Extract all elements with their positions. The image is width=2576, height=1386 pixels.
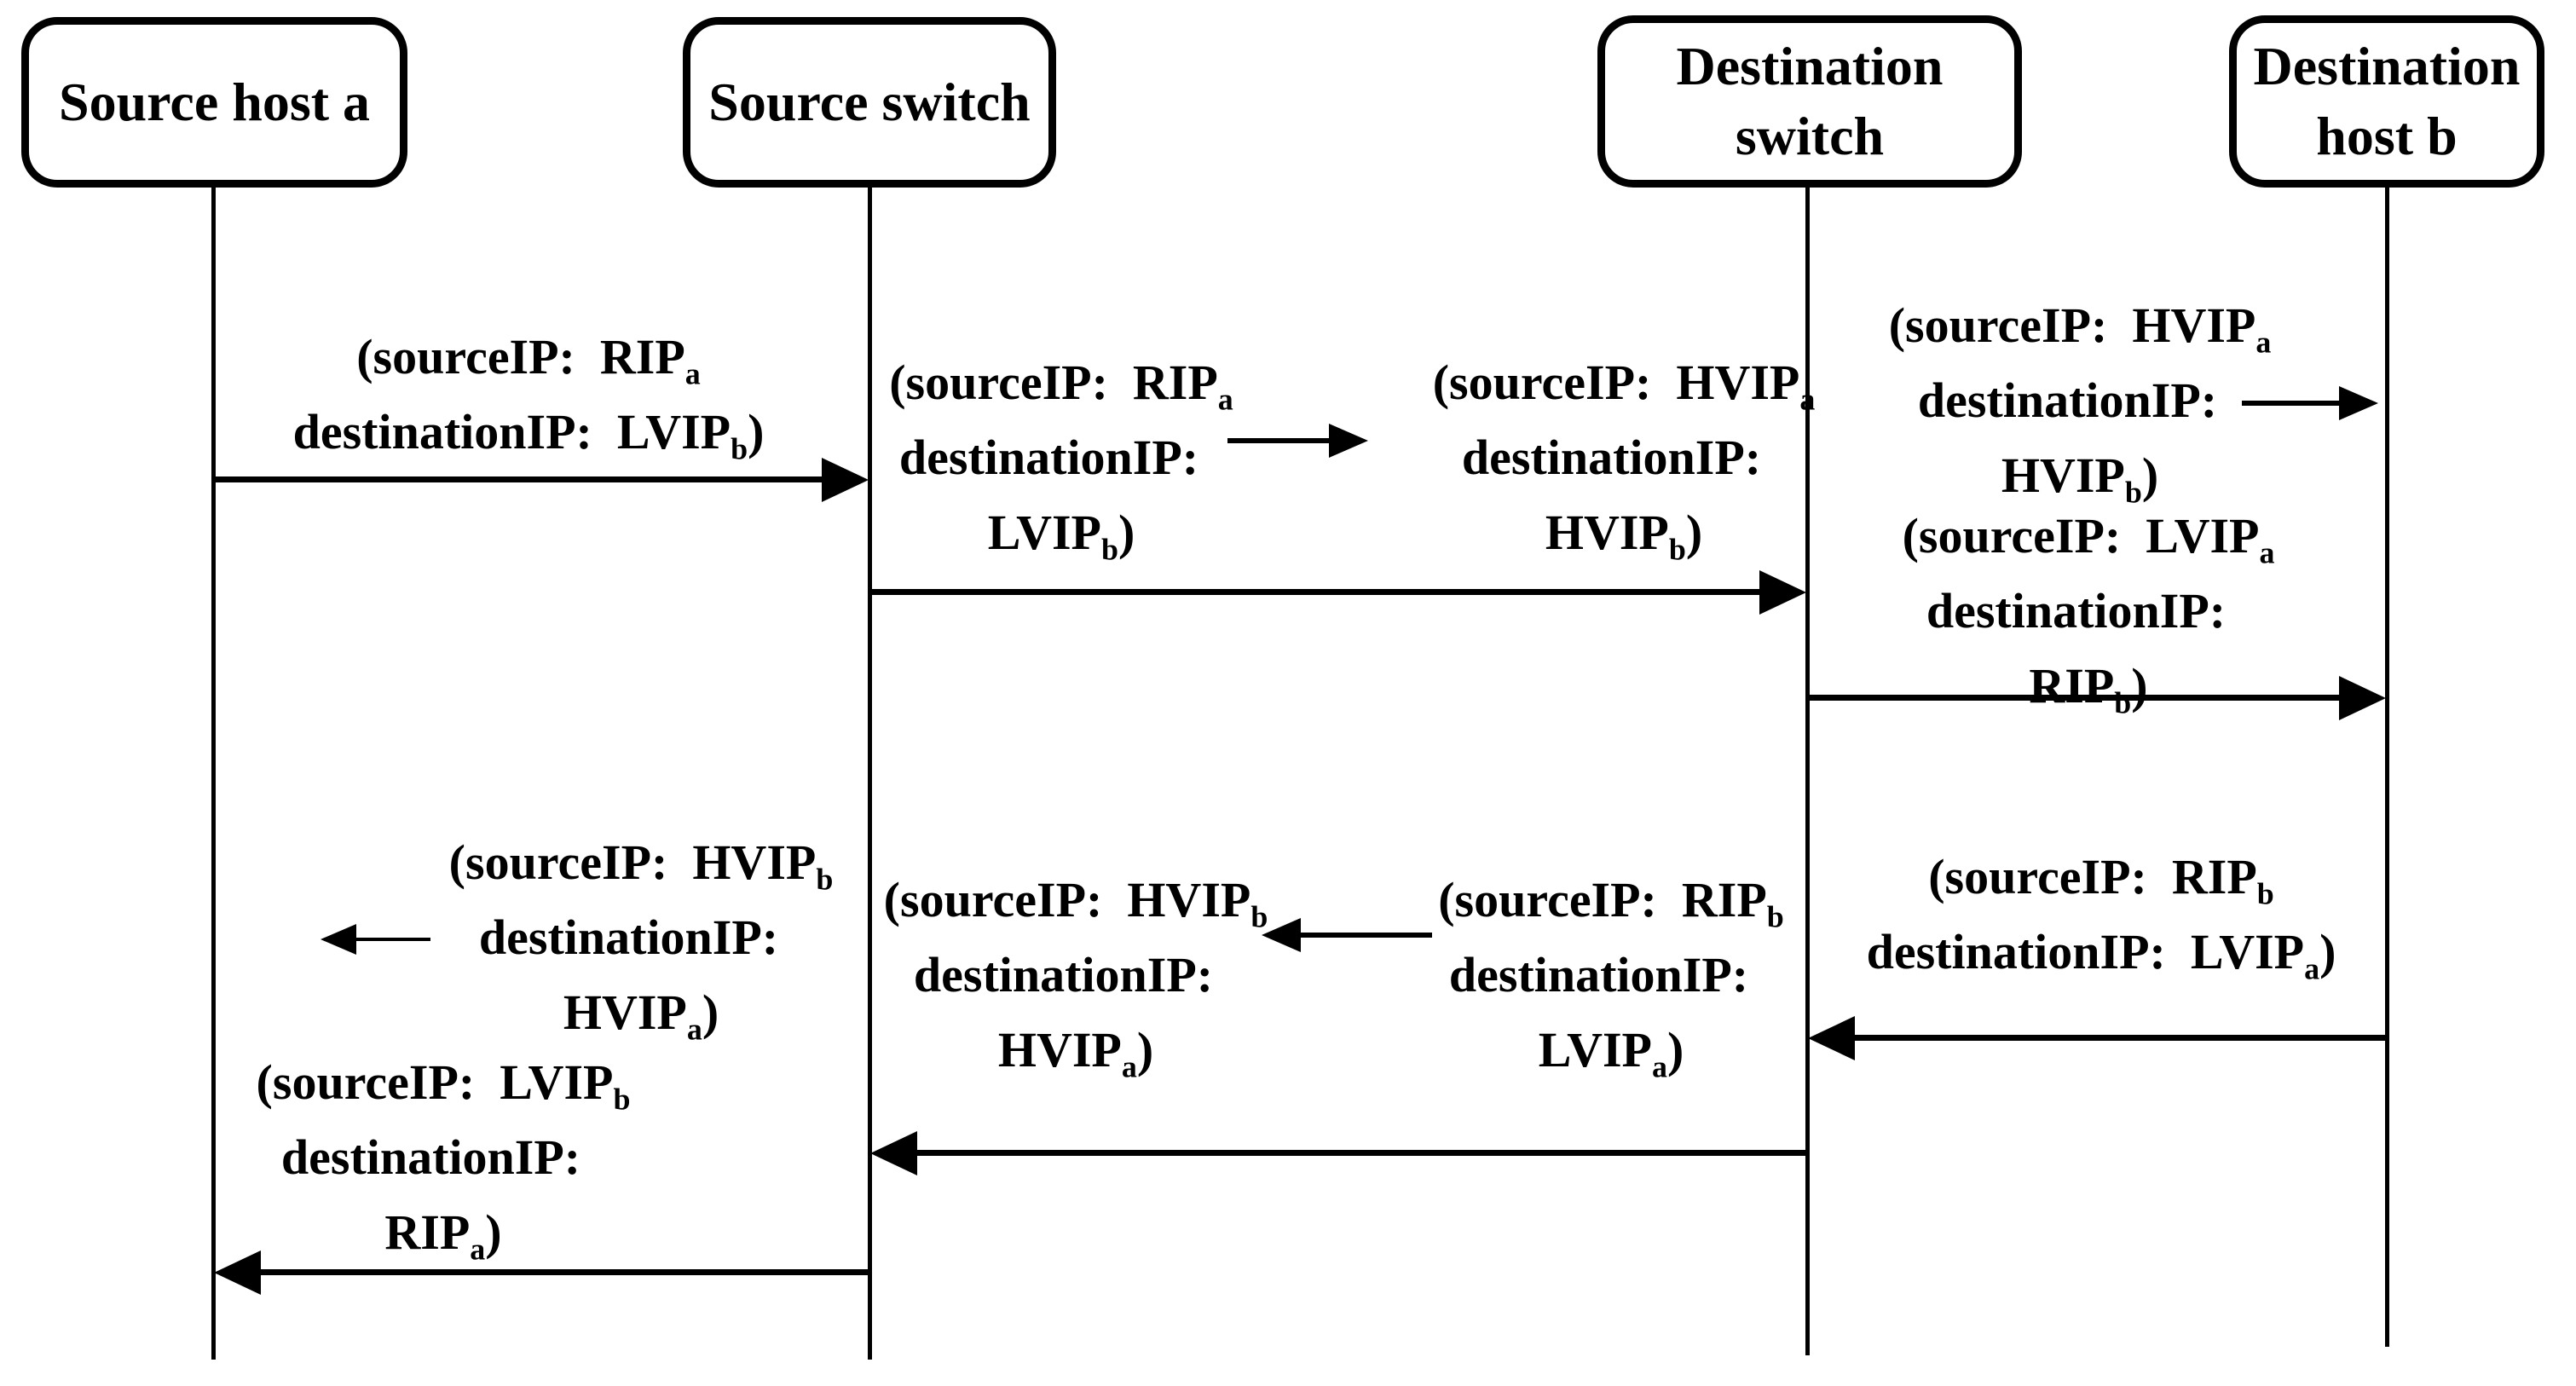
lifeline-source-host-a: [211, 186, 216, 1360]
translation-arrow-source-switch: [1227, 438, 1330, 443]
message-arrow-3-destination-switch-to-host-b: [1807, 695, 2340, 701]
actor-box-source-switch: Source switch: [683, 17, 1056, 188]
lifeline-destination-host-b: [2385, 186, 2389, 1347]
translation-arrow-destination-switch-reply: [1300, 933, 1432, 938]
message-arrow-4-host-b-to-destination-switch: [1854, 1035, 2387, 1041]
delivery-arrow-destination-switch: [2242, 401, 2340, 406]
lifeline-destination-switch: [1805, 184, 1810, 1355]
lifeline-source-switch: [868, 186, 872, 1360]
message-arrow-1-host-a-to-source-switch: [213, 476, 823, 482]
message-arrow-2-source-switch-to-destination-switch: [869, 589, 1760, 595]
actor-label-source-switch: Source switch: [708, 72, 1031, 132]
actor-label-source-host-a: Source host a: [58, 72, 371, 132]
translation-arrow-source-switch-reply: [355, 938, 430, 941]
message-arrow-5-destination-switch-to-source-switch: [916, 1150, 1807, 1156]
actor-box-source-host-a: Source host a: [21, 17, 407, 188]
message-arrow-6-source-switch-to-host-a: [260, 1269, 869, 1275]
